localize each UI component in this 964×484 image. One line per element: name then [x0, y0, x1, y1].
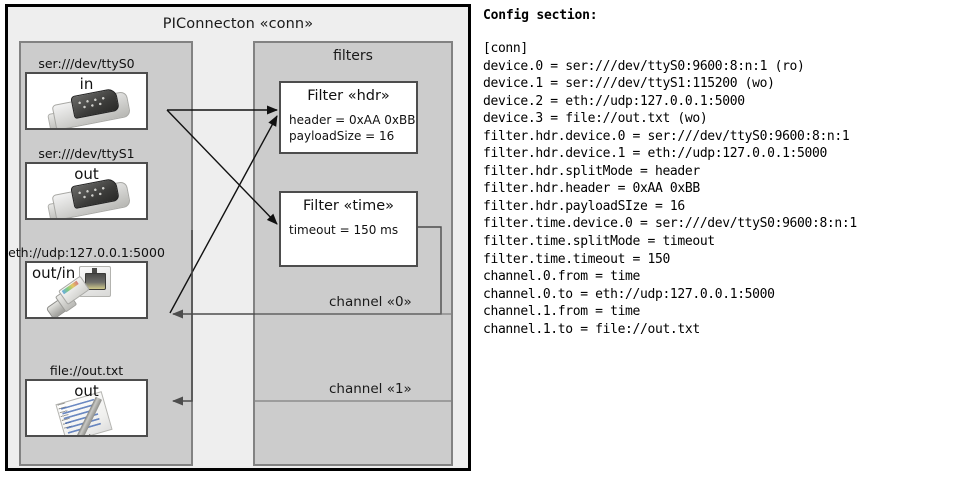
filter-time-name: Filter «time»: [302, 198, 395, 214]
device-ttys0-label: in: [79, 75, 94, 93]
device-ttys1-caption: ser:///dev/ttyS1: [38, 146, 135, 161]
filter-time-prop-timeout: timeout = 150 ms: [289, 223, 399, 237]
filter-hdr-prop-header: header = 0xAA 0xBB: [289, 113, 416, 127]
device-eth-udp[interactable]: eth://udp:127.0.0.1:5000 out/in: [8, 245, 165, 319]
config-line: channel.0.from = time: [483, 269, 641, 285]
config-line: device.2 = eth://udp:127.0.0.1:5000: [483, 93, 745, 109]
config-heading: Config section:: [483, 8, 598, 23]
config-line: filter.hdr.splitMode = header: [483, 163, 700, 179]
config-line: filter.hdr.header = 0xAA 0xBB: [483, 181, 700, 197]
device-eth-udp-caption: eth://udp:127.0.0.1:5000: [8, 245, 165, 260]
config-panel: Config section: [conn] device.0 = ser:///…: [483, 8, 953, 338]
config-line: channel.1.to = file://out.txt: [483, 321, 700, 337]
filter-time[interactable]: Filter «time» timeout = 150 ms: [279, 191, 418, 267]
config-line: filter.time.splitMode = timeout: [483, 234, 715, 250]
config-line: filter.time.device.0 = ser:///dev/ttyS0:…: [483, 216, 857, 232]
channel-1-label: channel «1»: [329, 381, 412, 397]
config-line: filter.hdr.device.1 = eth://udp:127.0.0.…: [483, 146, 827, 162]
config-line: filter.hdr.device.0 = ser:///dev/ttyS0:9…: [483, 128, 850, 144]
device-ttys1[interactable]: ser:///dev/ttyS1 out: [25, 146, 148, 220]
config-line: filter.hdr.payloadSIze = 16: [483, 198, 685, 214]
device-eth-udp-tile[interactable]: out/in: [25, 261, 148, 319]
device-file-out-label: out: [74, 382, 99, 400]
config-line: device.3 = file://out.txt (wo): [483, 111, 708, 127]
config-line: device.1 = ser:///dev/ttyS1:115200 (wo): [483, 76, 775, 92]
filter-hdr-prop-payload: payloadSize = 16: [289, 128, 395, 143]
device-ttys0-tile[interactable]: in: [25, 72, 148, 130]
device-ttys1-tile[interactable]: out: [25, 162, 148, 220]
document-pencil-icon: [55, 391, 118, 435]
config-line: channel.0.to = eth://udp:127.0.0.1:5000: [483, 286, 775, 302]
component-title: PIConnecton «conn»: [162, 16, 314, 32]
device-ttys0-caption: ser:///dev/ttyS0: [38, 56, 135, 71]
config-line: channel.1.from = time: [483, 304, 641, 320]
config-lines: [conn] device.0 = ser:///dev/ttyS0:9600:8…: [483, 40, 953, 338]
device-eth-udp-label: out/in: [32, 264, 76, 282]
device-file-out-caption: file://out.txt: [49, 363, 124, 378]
filter-hdr-name: Filter «hdr»: [307, 88, 390, 104]
device-ttys0[interactable]: ser:///dev/ttyS0 in: [25, 56, 148, 130]
device-file-out[interactable]: file://out.txt out: [25, 363, 148, 437]
filter-hdr[interactable]: Filter «hdr» header = 0xAA 0xBB payloadS…: [279, 81, 418, 154]
config-line: [conn]: [483, 41, 528, 56]
filters-group-title: filters: [333, 48, 373, 64]
channel-0-label: channel «0»: [329, 294, 412, 310]
config-line: device.0 = ser:///dev/ttyS0:9600:8:n:1 (…: [483, 58, 805, 74]
device-ttys1-label: out: [74, 165, 99, 183]
device-file-out-tile[interactable]: out: [25, 379, 148, 437]
config-line: filter.time.timeout = 150: [483, 251, 670, 267]
